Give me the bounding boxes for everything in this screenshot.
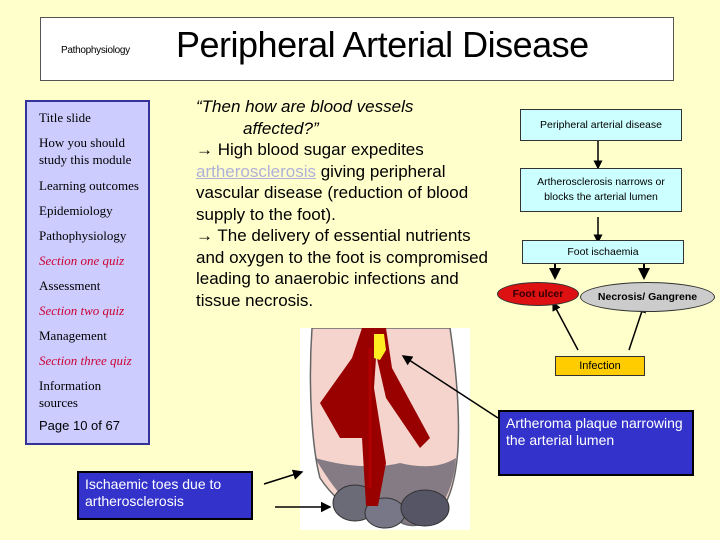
flow-node-pad: Peripheral arterial disease [520, 109, 682, 141]
flow-node-foot-ulcer-label: Foot ulcer [512, 288, 564, 300]
toes-callout-text: Ischaemic toes due to artherosclerosis [85, 476, 222, 509]
sidebar-item-section-one-quiz[interactable]: Section one quiz [39, 253, 125, 268]
page-title: Peripheral Arterial Disease [176, 24, 589, 65]
sidebar-item-management[interactable]: Management [39, 328, 107, 343]
arrow-infection-to-necrosis [628, 303, 646, 351]
flowchart-arrows [549, 138, 650, 351]
question-line-1: “Then how are blood vessels [196, 97, 414, 116]
foot-drawing [309, 327, 460, 529]
bullet-1: → High blood sugar expedites artheroscle… [196, 139, 496, 225]
plaque-callout-text: Artheroma plaque narrowing the arterial … [506, 415, 683, 448]
toes-callout: Ischaemic toes due to artherosclerosis [77, 471, 253, 520]
flow-node-infection: Infection [555, 356, 645, 376]
question-line-2: affected?” [243, 118, 319, 138]
plaque-callout: Artheroma plaque narrowing the arterial … [498, 410, 694, 476]
bullet-1-rest: giving peripheral vascular disease (redu… [196, 161, 469, 224]
flow-node-foot-ulcer: Foot ulcer [497, 282, 579, 306]
flow-node-necrosis: Necrosis/ Gangrene [580, 282, 715, 312]
artherosclerosis-link[interactable]: artherosclerosis [196, 161, 316, 181]
section-label: Pathophysiology [61, 45, 130, 56]
flow-node-foot-ischaemia: Foot ischaemia [522, 240, 684, 264]
flow-node-foot-ischaemia-label: Foot ischaemia [567, 245, 639, 258]
sidebar-item-section-three-quiz[interactable]: Section three quiz [39, 353, 132, 368]
body-text: “Then how are blood vessels affected?” →… [196, 96, 496, 311]
flow-node-necrosis-label: Necrosis/ Gangrene [597, 291, 698, 303]
page-indicator: Page 10 of 67 [39, 418, 120, 433]
sidebar-item-assessment[interactable]: Assessment [39, 278, 101, 293]
sidebar-item-learning-outcomes[interactable]: Learning outcomes [39, 178, 139, 193]
sidebar-item-epidemiology[interactable]: Epidemiology [39, 203, 113, 218]
bullet-1-prefix: → High blood sugar expedites [196, 140, 424, 159]
arrow-toes-callout-1 [263, 469, 304, 485]
flow-node-atherosclerosis-label: Artherosclerosis narrows or blocks the a… [537, 176, 665, 203]
title-box: Pathophysiology Peripheral Arterial Dise… [40, 17, 674, 81]
sidebar-item-how-to-study[interactable]: How you should study this module [39, 135, 132, 167]
sidebar-nav: Title slide How you should study this mo… [25, 100, 150, 445]
sidebar-item-information-sources[interactable]: Information sources [39, 378, 102, 410]
sidebar-item-pathophysiology[interactable]: Pathophysiology [39, 228, 127, 243]
flow-node-infection-label: Infection [579, 360, 621, 372]
sidebar-item-section-two-quiz[interactable]: Section two quiz [39, 303, 125, 318]
flow-node-pad-label: Peripheral arterial disease [540, 118, 662, 131]
sidebar-item-title-slide[interactable]: Title slide [39, 110, 91, 125]
foot-illustration [300, 327, 470, 530]
arrow-infection-to-ulcer [552, 301, 579, 351]
bullet-2: → The delivery of essential nutrients an… [196, 226, 488, 310]
flow-node-atherosclerosis: Artherosclerosis narrows or blocks the a… [520, 168, 682, 212]
